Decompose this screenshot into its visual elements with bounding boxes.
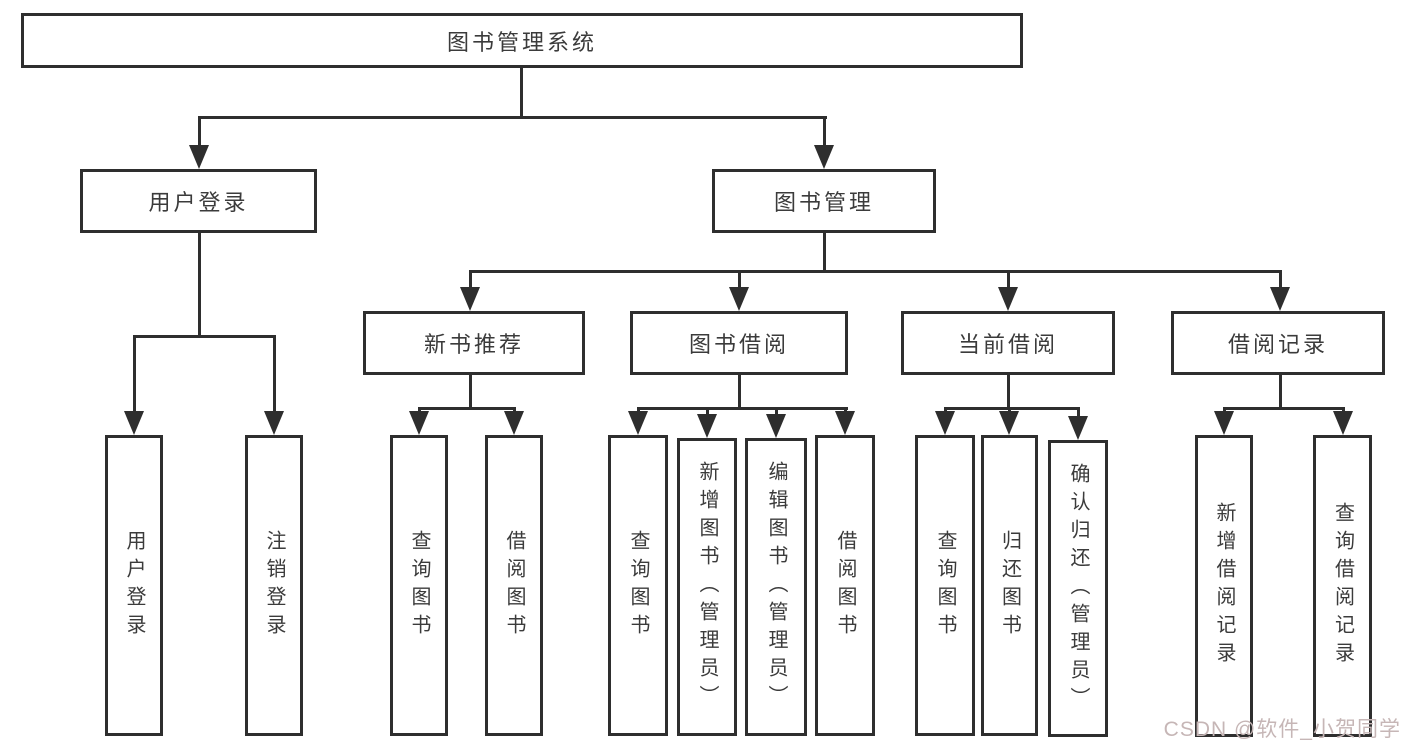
connector-line-vertical [823, 233, 826, 273]
node-label: 注销登录 [263, 529, 285, 642]
node-leaf-borrow-add-books: 新增图书（管理员） [677, 438, 737, 736]
node-leaf-recommend-query-books: 查询图书 [390, 435, 448, 736]
node-leaf-user-login: 用户登录 [105, 435, 163, 736]
node-current-borrowing: 当前借阅 [901, 311, 1115, 375]
arrow-shaft [272, 336, 276, 413]
node-borrowing-records: 借阅记录 [1171, 311, 1385, 375]
node-leaf-records-add-record: 新增借阅记录 [1195, 435, 1253, 737]
node-label: 借阅图书 [503, 529, 525, 642]
arrow-shaft [132, 336, 136, 413]
connector-line-vertical [520, 68, 523, 118]
arrowhead-down-icon [409, 411, 429, 435]
connector-line-horizontal [637, 407, 848, 410]
arrow-shaft [468, 271, 472, 289]
connector-line-horizontal [198, 116, 827, 119]
connector-line-horizontal [1223, 407, 1345, 410]
node-label: 图书借阅 [688, 332, 789, 357]
arrow-shaft [417, 408, 421, 413]
node-label: 归还图书 [998, 529, 1021, 642]
node-label: 查询图书 [408, 529, 430, 642]
arrowhead-down-icon [264, 411, 284, 435]
arrow-shaft [843, 408, 847, 413]
node-label: 确认归还（管理员） [1067, 462, 1089, 715]
node-label: 借阅记录 [1227, 332, 1328, 357]
node-leaf-current-query-books: 查询图书 [915, 435, 975, 736]
node-user-login: 用户登录 [80, 169, 317, 233]
node-root: 图书管理系统 [21, 13, 1023, 68]
arrowhead-down-icon [628, 411, 648, 435]
node-leaf-records-query-record: 查询借阅记录 [1313, 435, 1372, 737]
arrow-shaft [1278, 271, 1282, 289]
node-label: 用户登录 [148, 190, 249, 215]
arrowhead-down-icon [814, 145, 834, 169]
arrowhead-down-icon [729, 287, 749, 311]
arrow-shaft [197, 117, 201, 147]
arrowhead-down-icon [835, 411, 855, 435]
node-leaf-current-confirm-return: 确认归还（管理员） [1048, 440, 1108, 737]
arrowhead-down-icon [504, 411, 524, 435]
node-label: 查询图书 [627, 529, 649, 642]
arrow-shaft [705, 408, 709, 416]
arrowhead-down-icon [1068, 416, 1088, 440]
node-book-management: 图书管理 [712, 169, 936, 233]
arrow-shaft [822, 117, 826, 147]
node-label: 新增借阅记录 [1213, 502, 1235, 670]
connector-line-vertical [738, 375, 741, 410]
node-leaf-borrow-borrow-books: 借阅图书 [815, 435, 875, 736]
arrow-shaft [774, 408, 778, 416]
node-leaf-logout: 注销登录 [245, 435, 303, 736]
arrowhead-down-icon [1333, 411, 1353, 435]
arrow-shaft [737, 271, 741, 289]
node-label: 编辑图书（管理员） [765, 461, 787, 713]
node-label: 当前借阅 [957, 332, 1058, 357]
connector-line-horizontal [418, 407, 516, 410]
arrowhead-down-icon [189, 145, 209, 169]
arrowhead-down-icon [998, 287, 1018, 311]
connector-line-vertical [198, 233, 201, 337]
arrowhead-down-icon [1214, 411, 1234, 435]
node-label: 图书管理系统 [446, 29, 597, 55]
connector-line-vertical [1279, 375, 1282, 410]
node-leaf-recommend-borrow-books: 借阅图书 [485, 435, 543, 736]
connector-line-horizontal [469, 270, 1282, 273]
node-leaf-borrow-query-books: 查询图书 [608, 435, 668, 736]
arrowhead-down-icon [766, 414, 786, 438]
node-label: 图书管理 [773, 190, 874, 215]
arrow-shaft [1007, 408, 1011, 413]
arrow-shaft [636, 408, 640, 413]
node-leaf-current-return-books: 归还图书 [981, 435, 1038, 736]
csdn-watermark: CSDN @软件_小贺同学 [1163, 718, 1401, 741]
node-new-book-recommend: 新书推荐 [363, 311, 585, 375]
node-label: 新增图书（管理员） [696, 461, 718, 713]
arrow-shaft [943, 408, 947, 413]
arrow-shaft [1076, 408, 1080, 418]
node-leaf-borrow-edit-books: 编辑图书（管理员） [745, 438, 807, 736]
arrowhead-down-icon [697, 414, 717, 438]
connector-line-vertical [469, 375, 472, 410]
arrow-shaft [1006, 271, 1010, 289]
arrow-shaft [512, 408, 516, 413]
node-label: 借阅图书 [834, 529, 856, 642]
arrowhead-down-icon [1270, 287, 1290, 311]
arrow-shaft [1222, 408, 1226, 413]
arrowhead-down-icon [124, 411, 144, 435]
arrowhead-down-icon [999, 411, 1019, 435]
arrowhead-down-icon [460, 287, 480, 311]
node-label: 用户登录 [123, 529, 145, 642]
node-book-borrowing: 图书借阅 [630, 311, 848, 375]
node-label: 查询借阅记录 [1331, 502, 1354, 670]
connector-line-vertical [1007, 375, 1010, 410]
node-label: 查询图书 [934, 529, 956, 642]
node-label: 新书推荐 [423, 332, 524, 357]
connector-line-horizontal [944, 407, 1080, 410]
connector-line-horizontal [133, 335, 276, 338]
arrow-shaft [1341, 408, 1345, 413]
arrowhead-down-icon [935, 411, 955, 435]
